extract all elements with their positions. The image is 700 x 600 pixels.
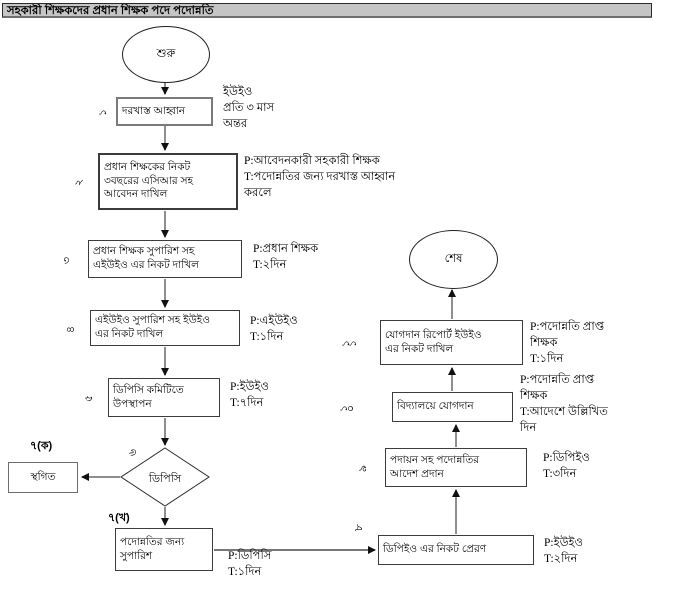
step-3-number: ৩	[61, 256, 74, 265]
step-7b-label: পদোন্নতির জন্য সুপারিশ	[120, 535, 185, 562]
step-7a-label: স্থগিত	[30, 470, 56, 483]
step-4-number: ৪	[65, 325, 78, 334]
note-step-8: P:ইউইও T:২দিন	[544, 537, 583, 565]
note-step-1: ইউইও প্রতি ৩ মাস অন্তর	[223, 86, 275, 130]
step-8-number: ৮	[353, 523, 366, 532]
step-5-label: ডিপিসি কমিটিতে উপস্থাপন	[113, 383, 184, 410]
step-8-label: ডিপিইও এর নিকট প্রেরণ	[383, 543, 487, 556]
step-10-box: বিদ্যালয়ে যোগদান	[392, 392, 513, 422]
step-7b-box: পদোন্নতির জন্য সুপারিশ	[115, 528, 213, 571]
end-terminal: শেষ	[409, 230, 498, 289]
step-3-box: প্রধান শিক্ষক সুপারিশ সহ এইউইও এর নিকট দ…	[88, 240, 242, 278]
step-5-number: ৫	[83, 394, 96, 403]
note-step-11: P:পদোন্নতি প্রাপ্ত শিক্ষক T:১দিন	[530, 321, 605, 365]
step-7a-box: স্থগিত	[8, 462, 78, 493]
step-8-box: ডিপিইও এর নিকট প্রেরণ	[378, 535, 534, 565]
note-step-9: P:ডিপিইও T:৩দিন	[543, 452, 590, 480]
step-9-number: ৯	[357, 464, 370, 473]
step-2-box: প্রধান শিক্ষকের নিকট ৩বছরের এসিআর সহ আবে…	[98, 153, 238, 210]
step-4-label: এইউইও সুপারিশ সহ ইউইও এর নিকট দাখিল	[95, 314, 210, 340]
decision-dpc-label: ডিপিসি	[148, 473, 182, 485]
step-1-label: দরখাস্ত আহ্বান	[122, 104, 186, 117]
note-step-10: P:পদোন্নতি প্রাপ্ত শিক্ষক T:আদেশে উল্লিখ…	[520, 374, 608, 434]
step-2-label: প্রধান শিক্ষকের নিকট ৩বছরের এসিআর সহ আবে…	[104, 160, 194, 201]
step-11-box: যোগদান রিপোর্ট ইউইও এর নিকট দাখিল	[380, 320, 523, 365]
end-label: শেষ	[444, 253, 463, 265]
start-terminal: শুরু	[122, 26, 210, 83]
step-3-label: প্রধান শিক্ষক সুপারিশ সহ এইউইও এর নিকট দ…	[93, 245, 199, 271]
start-label: শুরু	[156, 48, 176, 60]
note-step-4: P:এইউইও T:১দিন	[250, 315, 298, 343]
step-1-box: দরখাস্ত আহ্বান	[116, 97, 213, 126]
decision-diamond-dpc	[120, 447, 210, 507]
note-step-5: P:ইউইও T:৭দিন	[230, 381, 269, 409]
step-11-label: যোগদান রিপোর্ট ইউইও এর নিকট দাখিল	[385, 328, 482, 355]
step-10-label: বিদ্যালয়ে যোগদান	[397, 400, 474, 413]
step-10-number: ১০	[337, 404, 358, 413]
note-step-7b: P:ডিপিসি T:১দিন	[228, 550, 272, 578]
step-4-box: এইউইও সুপারিশ সহ ইউইও এর নিকট দাখিল	[90, 310, 240, 346]
step-11-number: ১১	[339, 339, 360, 348]
step-6-number: ৬	[127, 448, 140, 457]
step-2-number: ২	[73, 178, 86, 187]
step-5-box: ডিপিসি কমিটিতে উপস্থাপন	[108, 378, 220, 417]
branch-7a-label: ৭(ক)	[30, 440, 53, 452]
branch-7b-label: ৭(খ)	[108, 512, 130, 524]
page-title: সহকারী শিক্ষকদের প্রধান শিক্ষক পদে পদোন্…	[2, 3, 652, 18]
note-step-3: P:প্রধান শিক্ষক T:২দিন	[253, 243, 319, 271]
step-1-number: ১	[97, 108, 110, 117]
note-step-2: P:আবেদনকারী সহকারী শিক্ষক T:পদোন্নতির জন…	[244, 155, 396, 199]
step-9-label: পদায়ন সহ পদোন্নতির আদেশ প্রদান	[390, 453, 479, 480]
step-9-box: পদায়ন সহ পদোন্নতির আদেশ প্রদান	[385, 448, 527, 487]
